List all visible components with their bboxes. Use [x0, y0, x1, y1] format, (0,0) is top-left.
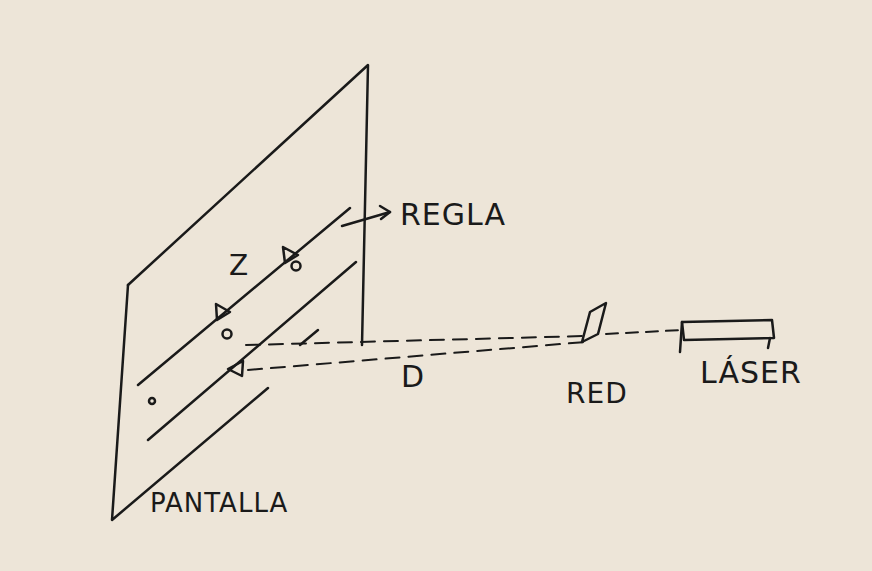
leader-arrow [380, 206, 390, 219]
ruler-edge [148, 262, 356, 440]
spot-mark [223, 330, 232, 339]
dimension-label: Z [226, 252, 252, 280]
marker-triangle [216, 304, 230, 320]
laser-stand [680, 322, 682, 352]
marker-triangle [228, 361, 243, 376]
part-label: RED [566, 380, 628, 408]
spot-mark [292, 262, 301, 271]
spot-mark [149, 398, 155, 404]
part-label: PANTALLA [150, 490, 288, 516]
laser-body [682, 320, 774, 340]
diffracted-ray [246, 336, 585, 345]
laser-stand [768, 338, 770, 348]
grating [582, 303, 606, 342]
laser-beam [606, 330, 682, 334]
marker-triangle [283, 247, 298, 263]
screen-outline [128, 65, 368, 345]
part-label: LÁSER [700, 358, 802, 388]
part-label: REGLA [400, 200, 506, 230]
dimension-label: D [398, 362, 428, 392]
